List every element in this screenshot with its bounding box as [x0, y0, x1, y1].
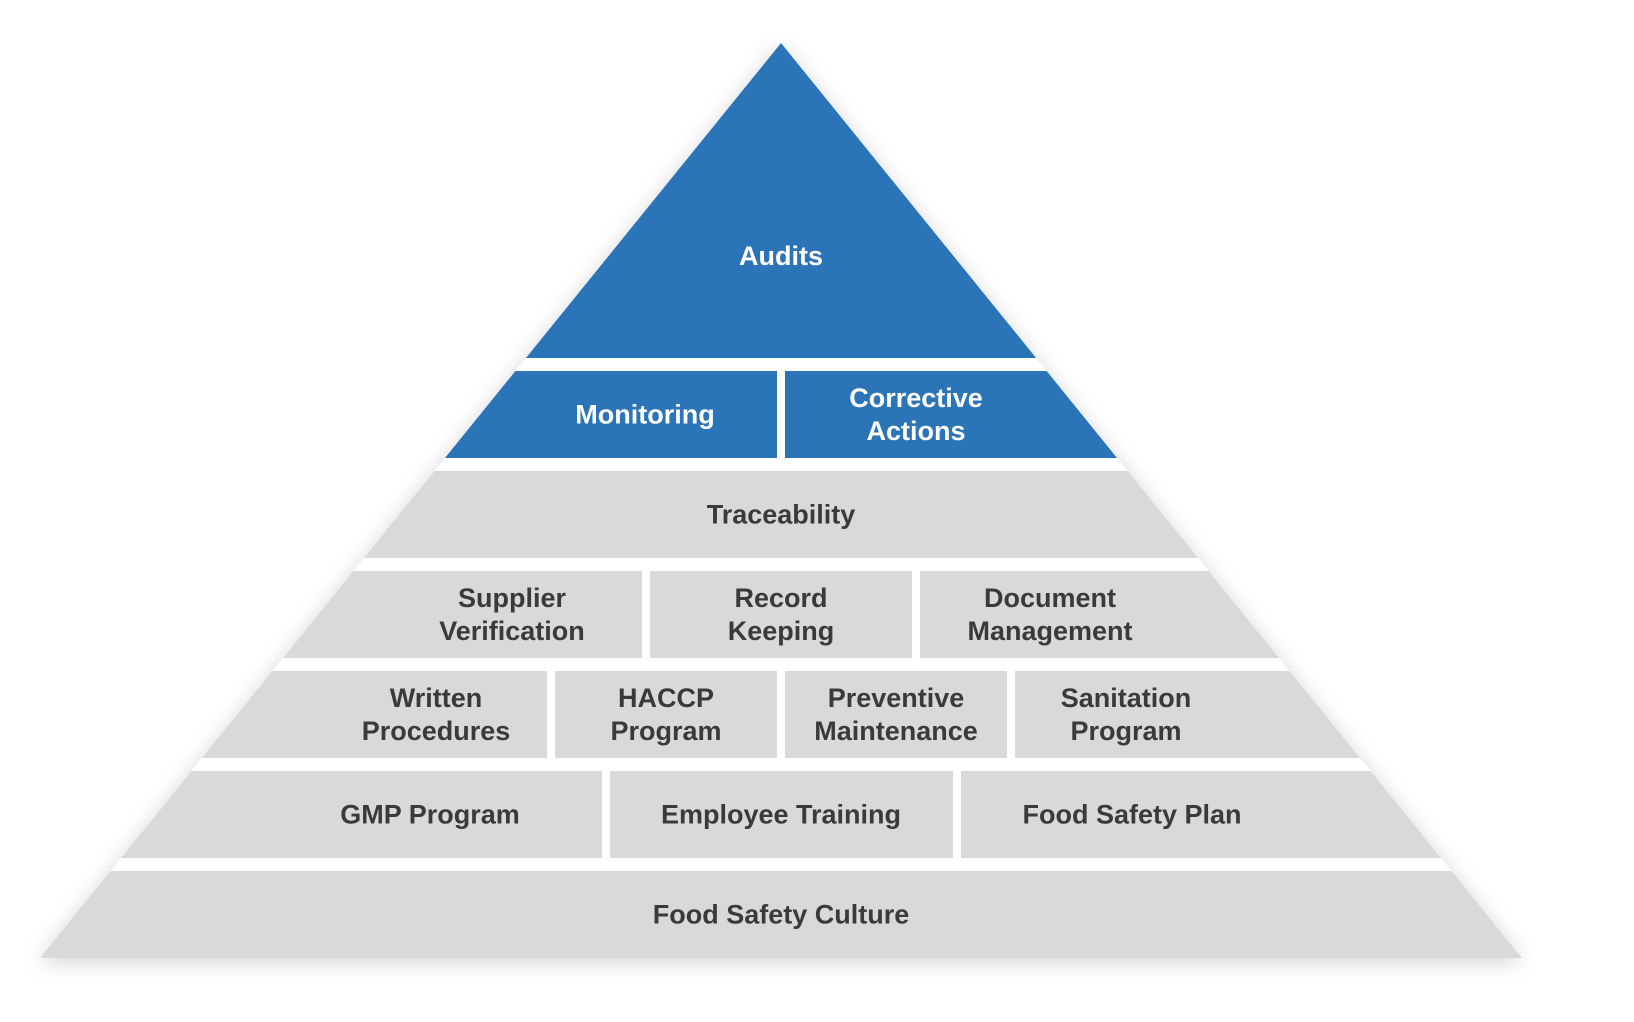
label-line: HACCP [618, 683, 714, 713]
tier-label-monitoring: Monitoring [575, 400, 714, 430]
label-line: Actions [866, 416, 965, 446]
label-line: Preventive [828, 683, 965, 713]
tier-block-employee-training [610, 771, 953, 858]
label-line: Food Safety Culture [653, 900, 910, 930]
tier-label-employee-training: Employee Training [661, 800, 901, 830]
tier-label-food-safety-plan: Food Safety Plan [1022, 800, 1241, 830]
label-line: Program [610, 716, 721, 746]
label-line: Maintenance [814, 716, 978, 746]
label-line: Employee Training [661, 800, 901, 830]
tier-label-gmp-program: GMP Program [340, 800, 520, 830]
tier-label-food-safety-culture: Food Safety Culture [653, 900, 910, 930]
label-line: Corrective [849, 383, 983, 413]
label-line: Traceability [707, 500, 856, 530]
label-line: Supplier [458, 583, 567, 613]
tier-block-haccp-program [555, 671, 777, 758]
tier-label-audits: Audits [739, 241, 823, 271]
label-line: GMP Program [340, 800, 520, 830]
label-line: Procedures [362, 716, 511, 746]
label-line: Verification [439, 616, 585, 646]
label-line: Keeping [728, 616, 835, 646]
tier-block-preventive-maintenance [785, 671, 1007, 758]
label-line: Monitoring [575, 400, 714, 430]
tier-block-audits [40, 43, 1522, 358]
label-line: Sanitation [1061, 683, 1192, 713]
tier-block-record-keeping [650, 571, 912, 658]
tier-block-food-safety-culture [40, 871, 1522, 958]
label-line: Food Safety Plan [1022, 800, 1241, 830]
label-line: Audits [739, 241, 823, 271]
tier-label-traceability: Traceability [707, 500, 856, 530]
label-line: Written [390, 683, 483, 713]
label-line: Document [984, 583, 1116, 613]
label-line: Management [967, 616, 1132, 646]
label-line: Program [1070, 716, 1181, 746]
label-line: Record [734, 583, 827, 613]
